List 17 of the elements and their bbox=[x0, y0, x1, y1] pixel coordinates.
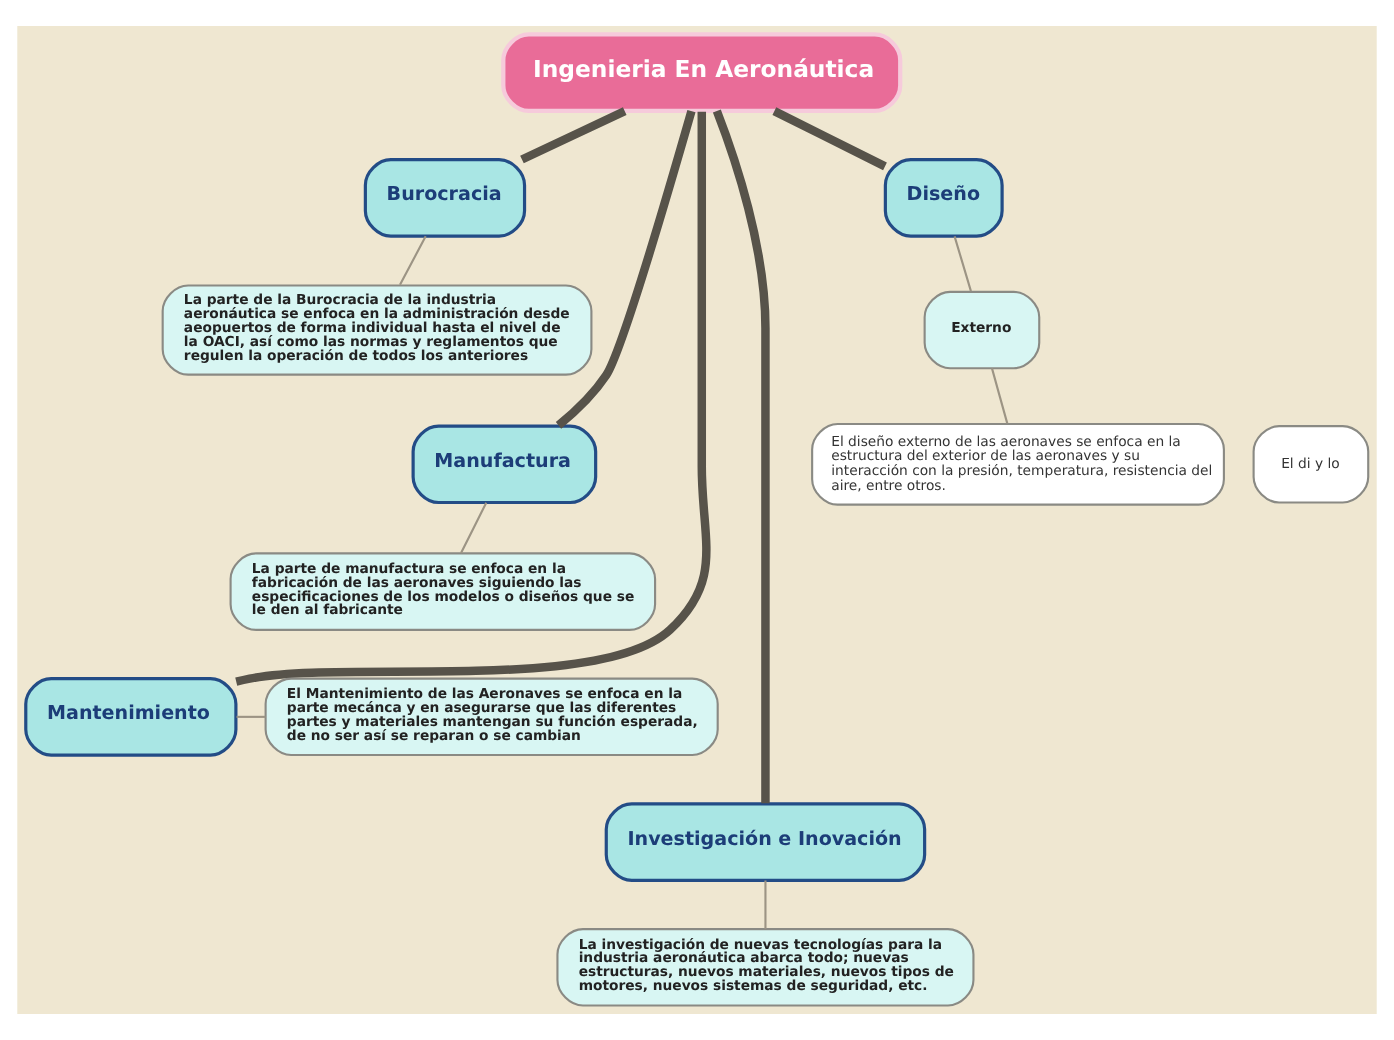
node-box: Investigación e Inovación bbox=[604, 802, 927, 882]
connector bbox=[460, 502, 488, 554]
connector bbox=[399, 235, 427, 286]
connector bbox=[712, 109, 770, 804]
connector bbox=[236, 715, 266, 718]
connector bbox=[772, 107, 887, 171]
node-box: Manufactura bbox=[411, 424, 598, 505]
connector bbox=[953, 236, 972, 292]
connector bbox=[990, 368, 1009, 424]
node-box: Ingenieria En Aeronáutica bbox=[501, 32, 903, 114]
connector bbox=[555, 110, 696, 429]
connector bbox=[520, 107, 627, 164]
node-box: Diseño bbox=[883, 158, 1004, 238]
node-box: Mantenimiento bbox=[24, 677, 238, 757]
connector bbox=[235, 111, 711, 686]
connector bbox=[764, 880, 767, 929]
node-box: Burocracia bbox=[363, 158, 527, 238]
